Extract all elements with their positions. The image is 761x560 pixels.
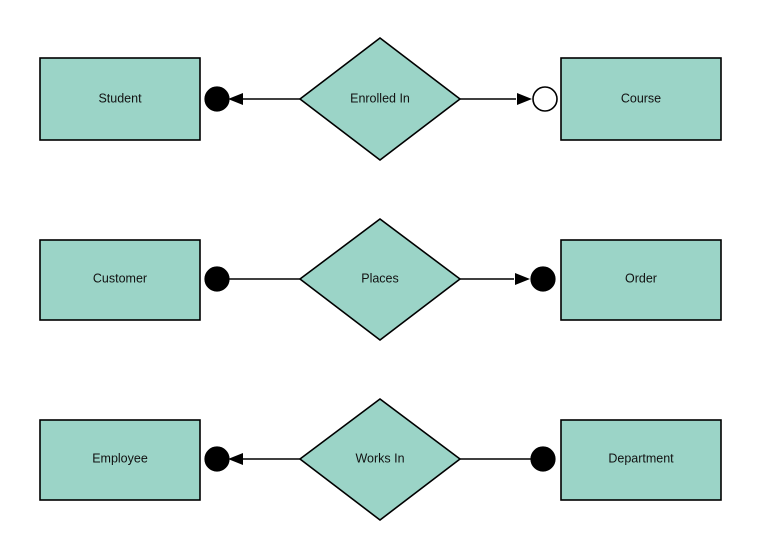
relationship-diamond-works-in[interactable] (298, 398, 462, 522)
entity-label-order: Order (625, 271, 657, 285)
cardinality-dot-student-filled (204, 86, 230, 112)
entity-label-department: Department (608, 451, 674, 465)
entity-box-department[interactable] (560, 419, 722, 501)
relationship-group-enrolled-in: Student Enrolled In Course (39, 36, 722, 162)
entity-label-employee: Employee (92, 451, 148, 465)
relationship-diamond-places[interactable] (298, 218, 462, 342)
entity-box-student[interactable] (39, 57, 201, 141)
arrowhead-course (517, 93, 532, 105)
arrowhead-order (515, 273, 530, 285)
arrowhead-employee (228, 453, 243, 465)
cardinality-dot-department-filled (530, 446, 556, 472)
cardinality-dot-course-open (532, 86, 558, 112)
cardinality-dot-order-filled (530, 266, 556, 292)
entity-box-order[interactable] (560, 239, 722, 321)
entity-label-customer: Customer (93, 271, 147, 285)
relationship-label-enrolled-in: Enrolled In (350, 91, 410, 105)
entity-box-course[interactable] (560, 57, 722, 141)
cardinality-dot-customer-filled (204, 266, 230, 292)
arrowhead-student (228, 93, 243, 105)
relationship-label-works-in: Works In (355, 451, 404, 465)
entity-label-course: Course (621, 91, 661, 105)
relationship-diamond-enrolled-in[interactable] (298, 36, 462, 162)
cardinality-dot-employee-filled (204, 446, 230, 472)
entity-box-customer[interactable] (39, 239, 201, 321)
relationship-label-places: Places (361, 271, 399, 285)
entity-label-student: Student (98, 91, 142, 105)
relationship-group-works-in: Employee Works In Department (39, 398, 722, 522)
entity-box-employee[interactable] (39, 419, 201, 501)
relationship-group-places: Customer Places Order (39, 218, 722, 342)
